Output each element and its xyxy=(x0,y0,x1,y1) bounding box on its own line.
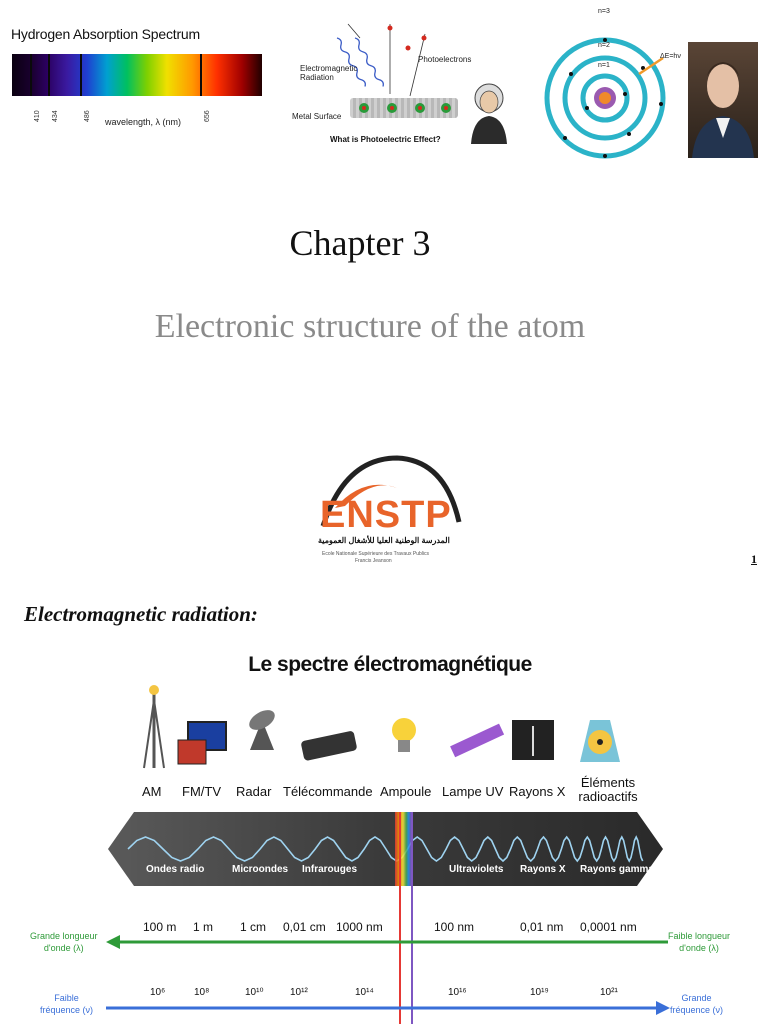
uv-lamp-icon xyxy=(450,723,505,758)
short-wavelength-label: Faible longueur d'onde (λ) xyxy=(668,931,731,953)
page-number: 1 xyxy=(751,552,757,566)
wavelength-value: 0,0001 nm xyxy=(580,920,637,934)
device-label-lampe-uv: Lampe UV xyxy=(442,784,504,799)
frequency-value: 10¹⁹ xyxy=(530,987,549,998)
lightbulb-icon xyxy=(392,718,416,752)
band-label-ultraviolet: Ultraviolets xyxy=(449,864,504,875)
frequency-arrow xyxy=(106,1001,670,1015)
level-n1: n=1 xyxy=(598,62,610,69)
bohr-portrait xyxy=(688,42,758,158)
tv-radio-icon xyxy=(177,721,227,765)
red-light-line xyxy=(399,812,401,1024)
band-label-xray: Rayons X xyxy=(520,864,566,875)
logo-arabic-text: المدرسة الوطنية العليا للأشغال العمومية xyxy=(318,536,450,545)
spectral-line-410 xyxy=(30,54,32,96)
device-icons xyxy=(143,685,620,769)
device-label-ampoule: Ampoule xyxy=(380,784,432,799)
em-spectrum-title: Le spectre électromagnétique xyxy=(248,653,532,676)
device-label-fmtv: FM/TV xyxy=(182,784,221,799)
frequency-value: 10¹⁰ xyxy=(245,987,264,998)
frequency-value: 10²¹ xyxy=(600,987,618,998)
logo-french-text-2: Francis Jeanson xyxy=(355,558,392,564)
band-label-radio: Ondes radio xyxy=(146,864,205,875)
device-label-radar: Radar xyxy=(236,784,272,799)
wavelength-arrow xyxy=(106,935,668,949)
frequency-value: 10⁶ xyxy=(150,987,166,998)
wavelength-value: 100 nm xyxy=(434,920,475,934)
chapter-subtitle: Electronic structure of the atom xyxy=(154,308,586,345)
spectral-line-434 xyxy=(48,54,50,96)
energy-label: ΔE=hν xyxy=(660,53,681,60)
am-tower-icon xyxy=(143,685,165,769)
device-label-elements-radioactifs: Éléments radioactifs xyxy=(578,775,638,804)
line-label-486: 486 xyxy=(84,110,91,122)
em-radiation-heading: Electromagnetic radiation: xyxy=(24,602,258,626)
frequency-value: 10¹⁶ xyxy=(448,987,467,998)
logo-french-text: Ecole Nationale Supérieure des Travaux P… xyxy=(322,551,430,557)
long-wavelength-label: Grande longueur d'onde (λ) xyxy=(30,931,98,953)
metal-surface xyxy=(350,98,458,118)
hydrogen-spectrum-title: Hydrogen Absorption Spectrum xyxy=(11,26,200,42)
wavelength-value: 0,01 nm xyxy=(520,920,564,934)
xray-icon xyxy=(512,720,554,760)
band-label-gamma: Rayons gamma xyxy=(580,864,654,875)
line-label-434: 434 xyxy=(52,110,59,122)
einstein-portrait xyxy=(471,83,507,144)
wavelength-value: 1000 nm xyxy=(336,920,383,934)
hydrogen-spectrum-band xyxy=(12,54,262,96)
metal-surface-label: Metal Surface xyxy=(292,112,342,121)
spectral-line-486 xyxy=(80,54,82,96)
device-label-telecommande: Télécommande xyxy=(283,784,373,799)
radar-icon xyxy=(249,710,275,750)
wavelength-value: 1 cm xyxy=(240,920,267,934)
wavelength-axis-label: wavelength, λ (nm) xyxy=(105,117,182,127)
line-label-410: 410 xyxy=(34,110,41,122)
em-radiation-label: Electromagnetic Radiation xyxy=(300,64,358,82)
wavelength-value: 1 m xyxy=(193,920,214,934)
photoelectrons-label: Photoelectrons xyxy=(418,55,472,64)
enstp-logo-arc xyxy=(320,455,462,527)
radioactive-icon xyxy=(580,720,620,762)
level-n3: n=3 xyxy=(598,8,610,15)
wavelength-value: 100 m xyxy=(143,920,177,934)
device-label-am: AM xyxy=(142,784,162,799)
high-frequency-label: Grande fréquence (ν) xyxy=(670,993,724,1015)
band-label-infrared: Infrarouges xyxy=(302,864,358,875)
metal-atoms xyxy=(359,103,451,113)
photoelectric-caption: What is Photoelectric Effect? xyxy=(330,135,441,144)
level-n2: n=2 xyxy=(598,42,610,49)
violet-light-line xyxy=(411,812,413,1024)
frequency-value: 10¹² xyxy=(290,987,308,998)
photoelectric-diagram xyxy=(336,23,427,97)
logo-wordmark: ENSTP xyxy=(320,494,452,536)
device-label-rayons-x: Rayons X xyxy=(509,784,566,799)
line-label-656: 656 xyxy=(204,110,211,122)
chapter-title: Chapter 3 xyxy=(289,223,431,263)
remote-control-icon xyxy=(301,731,357,761)
frequency-value: 10⁸ xyxy=(194,987,210,998)
band-label-microwaves: Microondes xyxy=(232,864,289,875)
frequency-value: 10¹⁴ xyxy=(355,987,374,998)
wavelength-value: 0,01 cm xyxy=(283,920,326,934)
spectral-line-656 xyxy=(200,54,202,96)
bohr-model xyxy=(544,37,666,159)
low-frequency-label: Faible fréquence (ν) xyxy=(40,993,94,1015)
